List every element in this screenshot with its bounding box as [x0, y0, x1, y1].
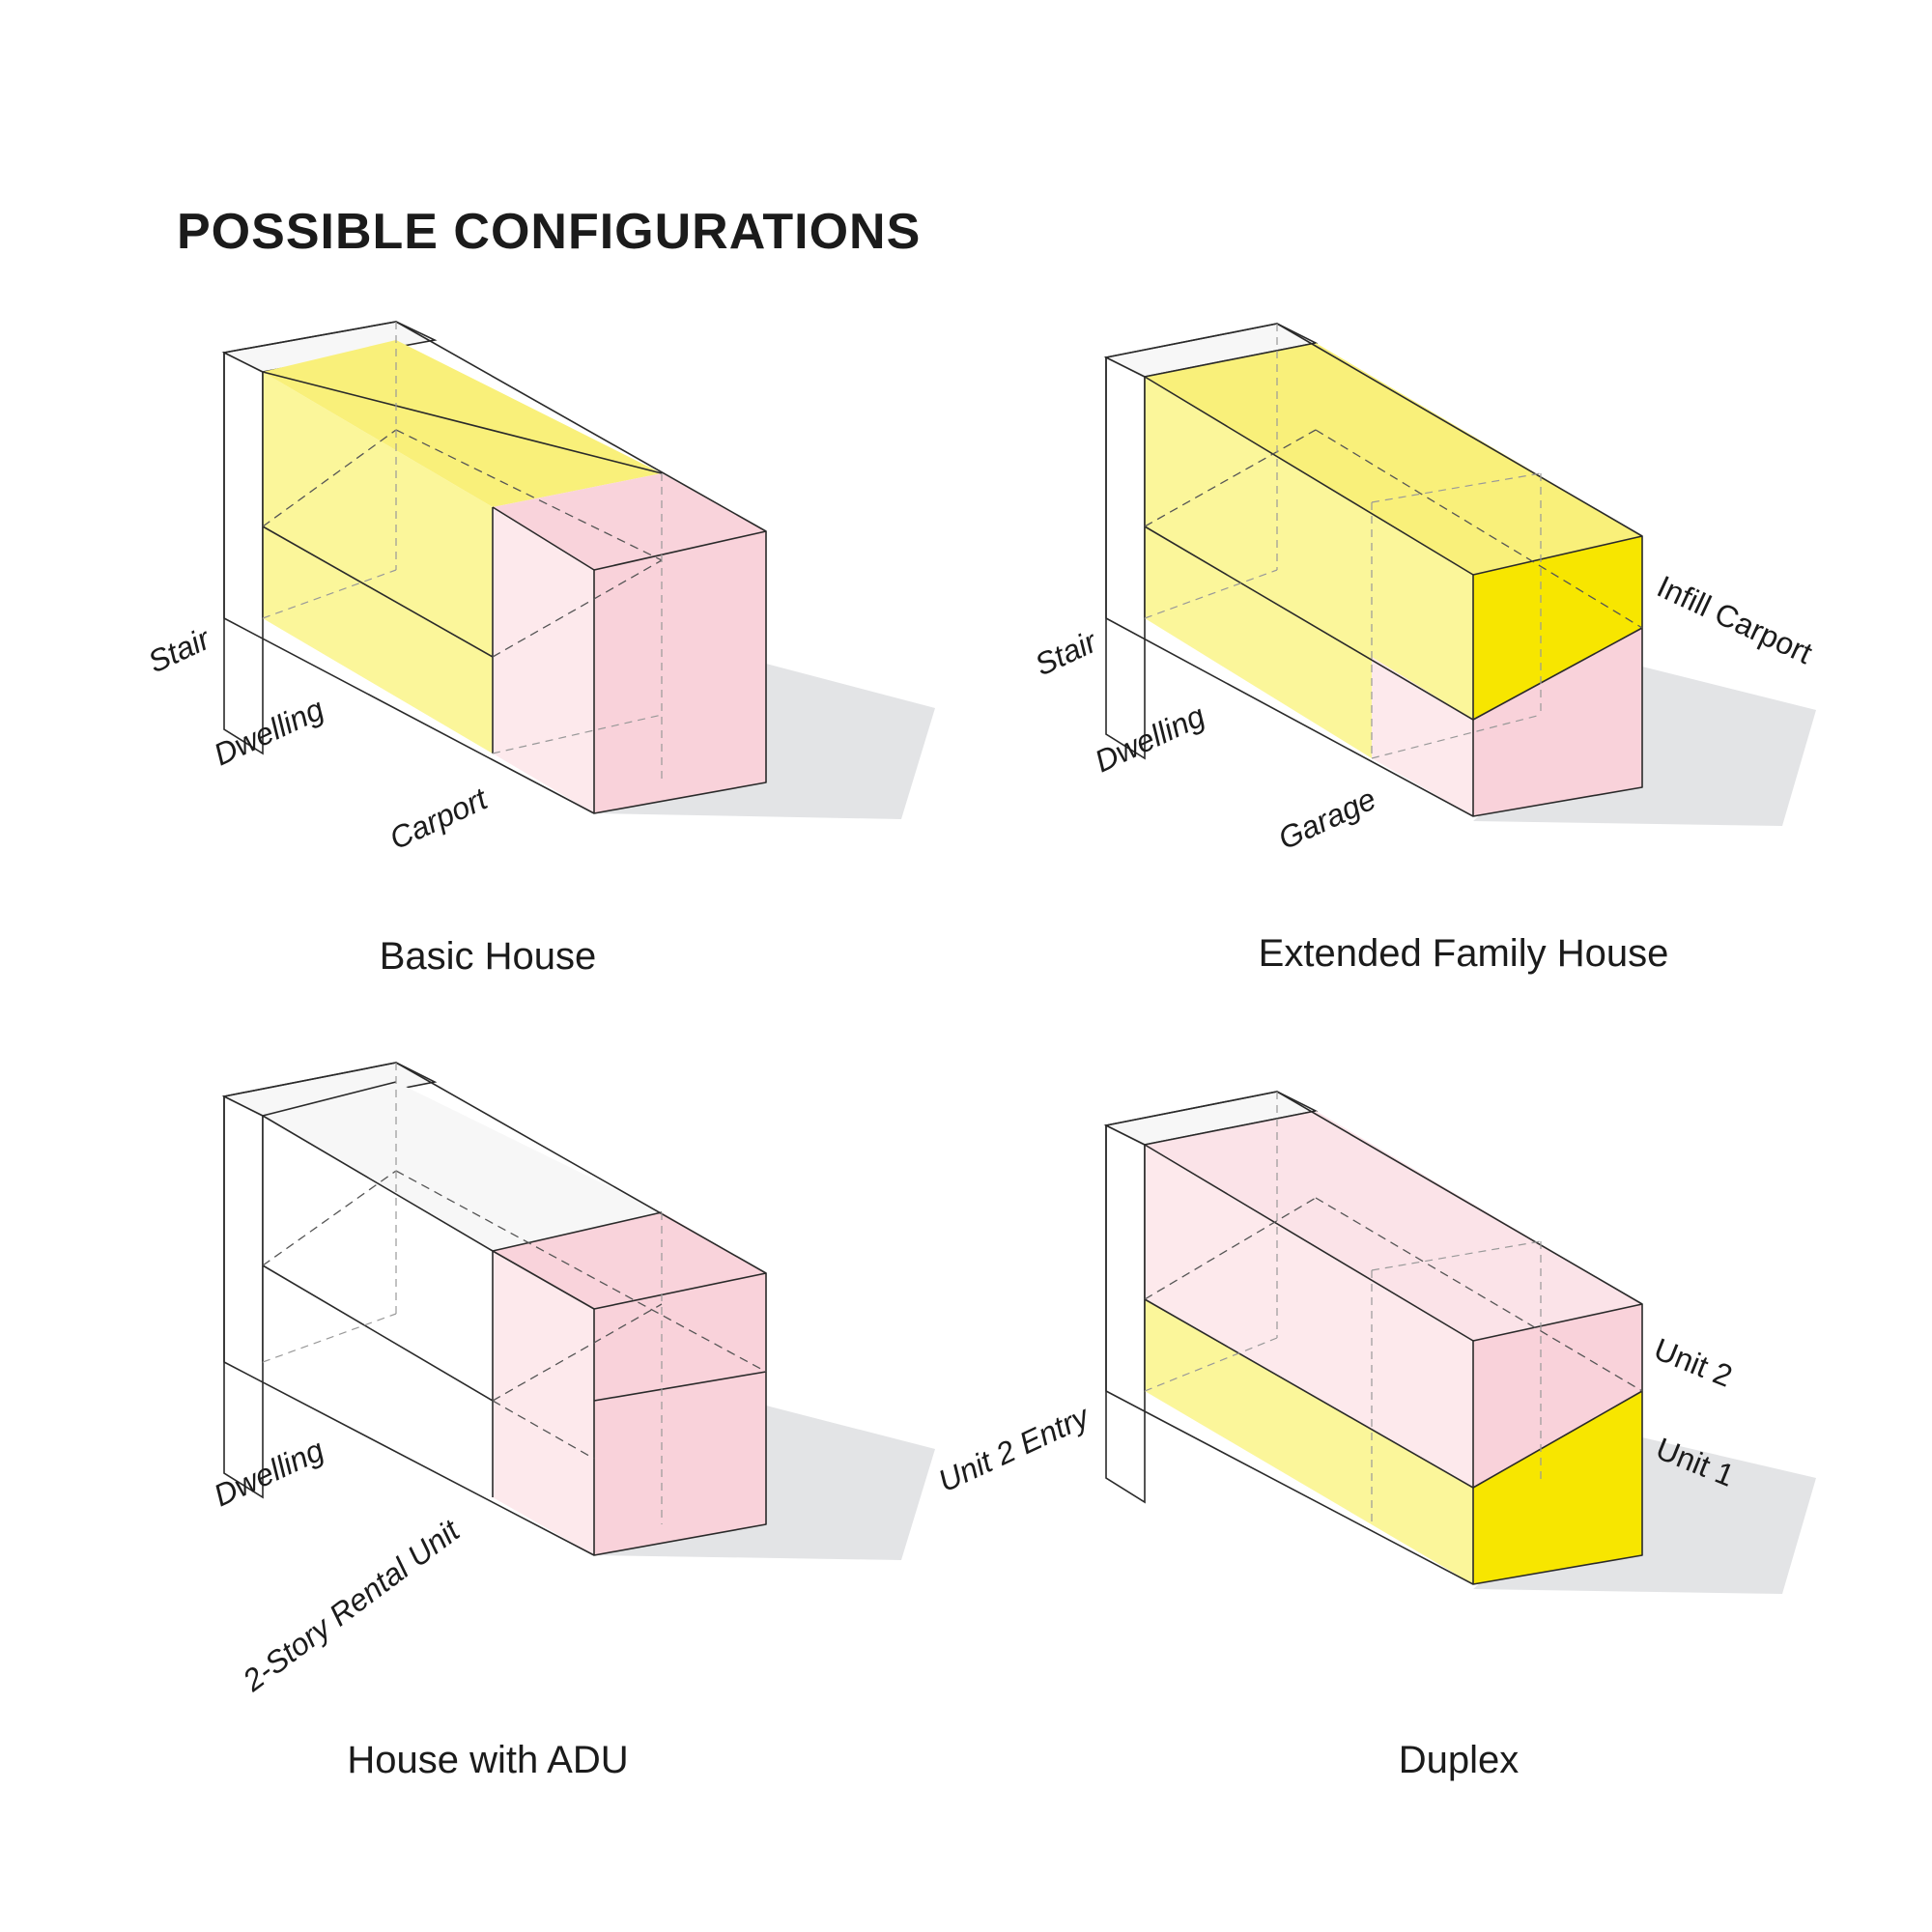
garage-label: Garage — [1273, 781, 1381, 857]
page-title: POSSIBLE CONFIGURATIONS — [177, 204, 921, 260]
edge — [492, 1211, 663, 1252]
panel-duplex: Unit 2 Entry Unit 2 Unit 1 Duplex — [933, 1091, 1816, 1781]
caption-basic-house: Basic House — [380, 935, 597, 978]
edge — [1472, 627, 1643, 721]
panel-basic-house: Stair Dwelling Carport Basic House — [143, 321, 935, 978]
rental-unit-label: 2-Story Rental Unit — [236, 1512, 467, 1698]
edge — [492, 1250, 595, 1310]
hidden-edge — [1371, 472, 1542, 503]
edge — [593, 530, 767, 571]
garage-front-face — [1473, 628, 1642, 816]
hidden-edge — [492, 1303, 663, 1402]
hidden-edge — [395, 1170, 767, 1373]
dwelling-upper-face — [1145, 377, 1473, 720]
stair-block — [1105, 1123, 1146, 1504]
edge — [1144, 376, 1474, 576]
edge — [262, 1081, 397, 1117]
unit-2-roof — [1145, 1111, 1642, 1341]
stair-block — [223, 1094, 264, 1499]
hidden-edge — [1315, 1197, 1643, 1392]
floor-edge — [593, 1371, 767, 1402]
dwelling-face — [263, 1116, 493, 1497]
edge — [1144, 1110, 1317, 1146]
dwelling-roof — [1145, 343, 1642, 575]
floor-edge — [1472, 1390, 1643, 1489]
edge — [262, 1115, 494, 1252]
hidden-edge — [262, 1313, 397, 1363]
hidden-edge — [1315, 429, 1643, 629]
carport-side-face — [493, 507, 594, 813]
stair-label: Stair — [1030, 623, 1103, 682]
caption-extended-family-house: Extended Family House — [1259, 932, 1669, 975]
panel-house-with-adu: Dwelling 2-Story Rental Unit House with … — [209, 1062, 935, 1781]
unit-1-front-face — [1473, 1391, 1642, 1584]
rental-roof — [493, 1212, 766, 1309]
floor-edge — [262, 526, 494, 658]
carport-label: Carport — [384, 781, 494, 856]
carport-roof — [493, 473, 766, 570]
floor-edge — [1144, 1298, 1474, 1489]
floor-edge — [1144, 526, 1474, 721]
unit-1-side-face — [1145, 1299, 1473, 1584]
hidden-edge — [1371, 1240, 1542, 1271]
garage-side-face — [1372, 657, 1473, 816]
edge — [593, 1272, 767, 1310]
caption-house-with-adu: House with ADU — [347, 1739, 628, 1781]
hidden-edge — [1144, 429, 1317, 527]
hidden-edge — [1144, 569, 1278, 619]
panel-extended-family-house: Stair Dwelling Garage Infill Carport Ext… — [1030, 323, 1818, 975]
caption-duplex: Duplex — [1399, 1739, 1520, 1781]
hidden-edge — [262, 429, 397, 527]
rental-side-face — [493, 1251, 594, 1555]
unit-2-label: Unit 2 — [1649, 1331, 1737, 1394]
hidden-edge — [1144, 1337, 1278, 1392]
stair-label: Stair — [143, 620, 216, 679]
carport-front-face — [594, 531, 766, 813]
hidden-edge — [262, 1170, 397, 1266]
unit-2-front-face — [1473, 1304, 1642, 1488]
unit-2-side-face — [1145, 1145, 1473, 1488]
edge — [1472, 1303, 1643, 1342]
hidden-edge — [1144, 1197, 1317, 1300]
hidden-edge — [492, 714, 663, 754]
hidden-edge — [492, 1400, 595, 1460]
stair-block — [223, 351, 264, 755]
rental-front-face — [594, 1273, 766, 1555]
hidden-edge — [395, 429, 663, 561]
hidden-edge — [262, 569, 397, 619]
edge — [1472, 535, 1643, 576]
dwelling-lower-face — [263, 526, 493, 753]
edge — [492, 506, 595, 571]
dwelling-roof — [263, 1082, 662, 1251]
edge — [262, 371, 663, 474]
dwelling-roof — [263, 340, 662, 507]
unit-2-entry-label: Unit 2 Entry — [933, 1398, 1096, 1498]
stair-block — [1105, 355, 1146, 760]
hidden-edge — [1371, 714, 1542, 759]
infill-carport-face — [1473, 536, 1642, 720]
dwelling-lower-face — [1145, 526, 1372, 758]
floor-edge — [262, 1264, 494, 1402]
edge — [1144, 342, 1317, 378]
infill-carport-label: Infill Carport — [1652, 569, 1818, 671]
hidden-edge — [492, 559, 663, 658]
edge — [1144, 1144, 1474, 1342]
